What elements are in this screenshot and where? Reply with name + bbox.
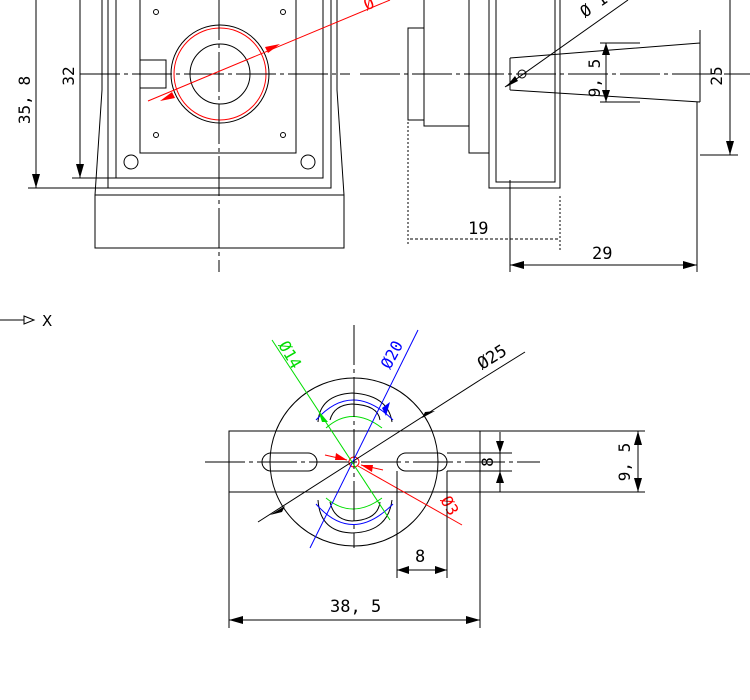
dim-phi20: Ø20: [377, 337, 407, 371]
svg-text:Ø: Ø: [361, 0, 378, 14]
dim-phi14: Ø14: [275, 338, 306, 373]
dim-25-side: 25: [707, 66, 726, 85]
dim-phi3: Ø3: [437, 493, 463, 519]
dim-phi25: Ø25: [474, 341, 511, 374]
dim-38-5: 38, 5: [330, 597, 381, 617]
dim-8: 8: [415, 547, 425, 567]
dim-9-5-side: 9, 5: [585, 59, 604, 98]
dim-35-8: 35, 8: [15, 76, 34, 124]
dim-8-small: 8: [478, 457, 497, 467]
side-view: Ø 1 9, 5 25 19 29: [360, 0, 750, 272]
front-view: Ø 35, 8 32: [15, 0, 391, 272]
dim-9-5: 9, 5: [615, 443, 634, 482]
dim-phi-side: Ø 1: [576, 0, 611, 21]
dim-32: 32: [59, 66, 78, 85]
dim-29: 29: [592, 244, 612, 264]
dim-19: 19: [468, 219, 488, 239]
axis-x-label: X: [42, 312, 52, 330]
axis-indicator: X: [0, 312, 52, 330]
bottom-view: Ø25 Ø20 Ø14 Ø3 8 9, 5 8 38, 5: [205, 325, 645, 628]
